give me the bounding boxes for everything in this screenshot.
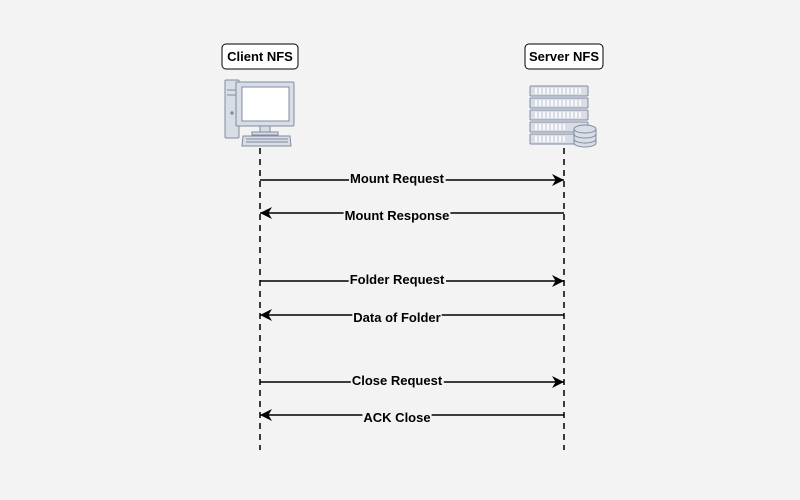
message-2: Mount Response <box>260 207 564 223</box>
message-label: Folder Request <box>350 272 445 287</box>
client-participant-box: Client NFS <box>221 43 299 70</box>
message-label-background <box>362 411 432 424</box>
message-6: ACK Close <box>260 409 564 425</box>
client-label: Client NFS <box>227 49 293 64</box>
message-1: Mount Request <box>260 171 564 186</box>
server-label: Server NFS <box>529 49 599 64</box>
message-4: Data of Folder <box>260 309 564 325</box>
message-3: Folder Request <box>260 272 564 287</box>
message-label: Data of Folder <box>353 310 440 325</box>
server-database-icon <box>529 85 597 148</box>
message-label: Mount Request <box>350 171 445 186</box>
message-label-background <box>343 209 451 222</box>
message-label-background <box>349 172 446 185</box>
message-label-background <box>350 374 444 387</box>
message-label: Mount Response <box>345 208 450 223</box>
message-label: Close Request <box>352 373 443 388</box>
desktop-computer-icon <box>224 79 295 147</box>
message-label-background <box>352 311 442 324</box>
server-participant-box: Server NFS <box>524 43 604 70</box>
message-label: ACK Close <box>363 410 430 425</box>
message-5: Close Request <box>260 373 564 388</box>
message-label-background <box>348 273 446 286</box>
